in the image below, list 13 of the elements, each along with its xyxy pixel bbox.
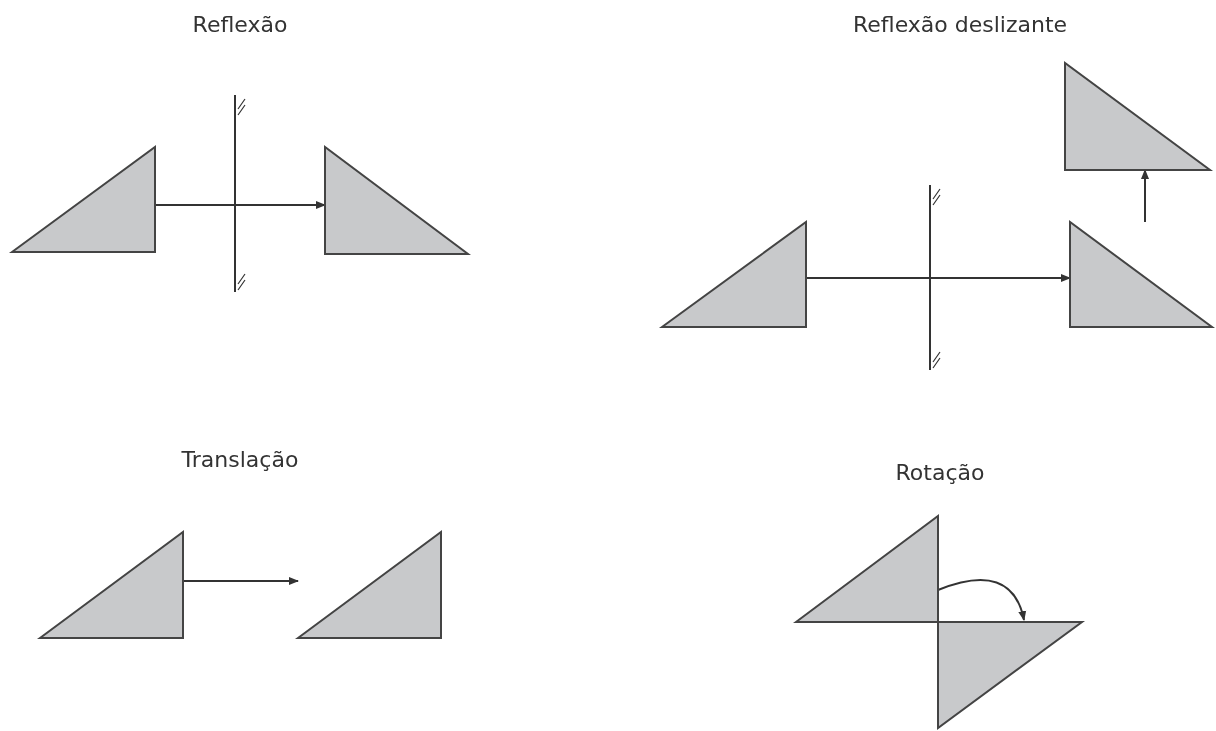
triangle	[40, 532, 183, 638]
panel-title: Translação	[181, 447, 299, 472]
triangle	[662, 222, 806, 327]
triangle	[1070, 222, 1212, 327]
panel-title: Rotação	[895, 460, 985, 485]
triangle	[796, 516, 938, 622]
triangle	[938, 622, 1082, 728]
panel-title: Reflexão	[192, 12, 288, 37]
triangle	[1065, 63, 1210, 170]
triangle	[12, 147, 155, 252]
triangle	[325, 147, 468, 254]
triangle	[298, 532, 441, 638]
panel-title: Reflexão deslizante	[852, 12, 1068, 37]
